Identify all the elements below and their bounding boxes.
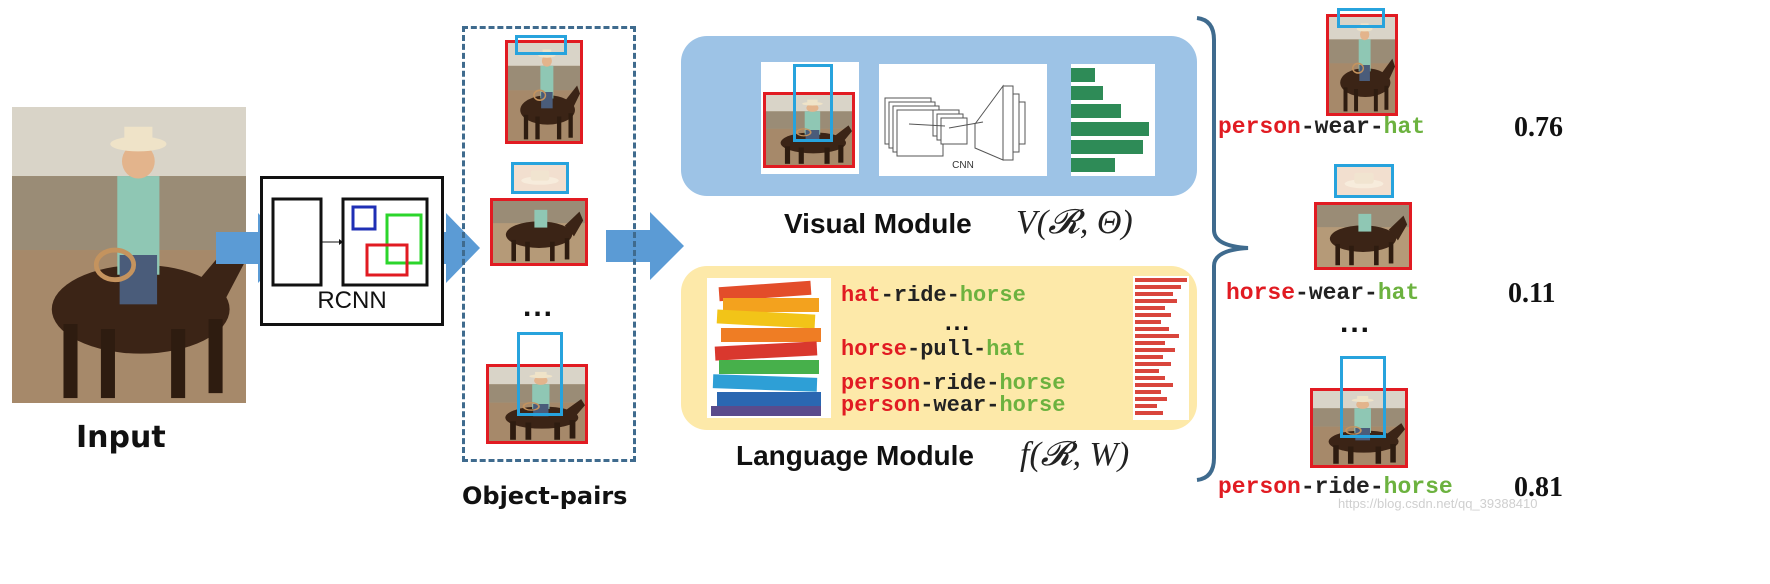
language-module-panel: hat-ride-horse ... horse-pull-hat person…: [681, 266, 1197, 430]
cnn-caption: CNN: [952, 160, 974, 171]
language-phrase: person-wear-horse: [841, 393, 1066, 418]
visual-module-panel: CNN: [681, 36, 1197, 196]
language-phrases: hat-ride-horse ... horse-pull-hat person…: [841, 282, 1065, 420]
pair-horse-crop: [490, 198, 588, 266]
rcnn-block: RCNN: [260, 176, 444, 326]
result-hat-box: [1337, 8, 1385, 28]
books-image: [707, 278, 831, 418]
input-label: Input: [76, 420, 166, 455]
visual-input-frame: [761, 62, 859, 174]
visual-person-box: [793, 64, 833, 142]
object-pairs-label: Object-pairs: [462, 482, 628, 510]
result-triple: person-wear-hat: [1218, 114, 1426, 140]
visual-score-chart: [1071, 64, 1155, 176]
result-score: 0.11: [1508, 278, 1556, 309]
language-ellipsis: ...: [945, 309, 972, 336]
result-score: 0.76: [1514, 112, 1563, 143]
visual-score-bars: [1071, 68, 1149, 172]
books-icon: [711, 280, 821, 416]
rcnn-diagram: [271, 197, 429, 287]
watermark: https://blog.csdn.net/qq_39388410: [1338, 496, 1538, 511]
cnn-figure: CNN: [879, 64, 1047, 176]
result-triple: horse-wear-hat: [1226, 280, 1420, 306]
results-brace: [1196, 16, 1249, 482]
result-horse-crop: [1314, 202, 1412, 270]
result-person-hat-image: [1326, 14, 1398, 116]
visual-module-formula: V(𝓡, Θ): [1016, 204, 1133, 241]
rcnn-label: RCNN: [317, 287, 387, 314]
language-score-chart: [1133, 276, 1189, 420]
pair-hat-box: [515, 35, 567, 55]
result-score: 0.81: [1514, 472, 1563, 503]
object-pairs-box: [462, 26, 636, 462]
language-score-bars: [1135, 278, 1187, 415]
pair-person-hat: [505, 40, 583, 144]
visual-module-title: Visual Module: [784, 208, 972, 239]
language-phrase: person-ride-horse: [841, 371, 1066, 396]
pair-person-box: [517, 332, 563, 416]
pair-hat-crop: [511, 162, 569, 194]
cnn-icon: [884, 84, 1026, 161]
result-person-box: [1340, 356, 1386, 438]
result-person-horse-image: [1310, 388, 1408, 468]
result-hat-crop: [1334, 164, 1394, 198]
language-phrase: horse-pull-hat: [841, 337, 1026, 362]
language-phrase: hat-ride-horse: [841, 283, 1026, 308]
visual-input-image: [763, 92, 855, 168]
language-module-formula: f(𝓡, W): [1020, 436, 1130, 473]
pair-person-horse: [486, 364, 588, 444]
language-module-title: Language Module: [736, 440, 974, 471]
pairs-ellipsis: ...: [523, 290, 555, 323]
result-triple: person-ride-horse: [1218, 474, 1453, 500]
results-ellipsis: ...: [1340, 306, 1372, 339]
arrow-pairs-to-modules: [606, 212, 684, 280]
